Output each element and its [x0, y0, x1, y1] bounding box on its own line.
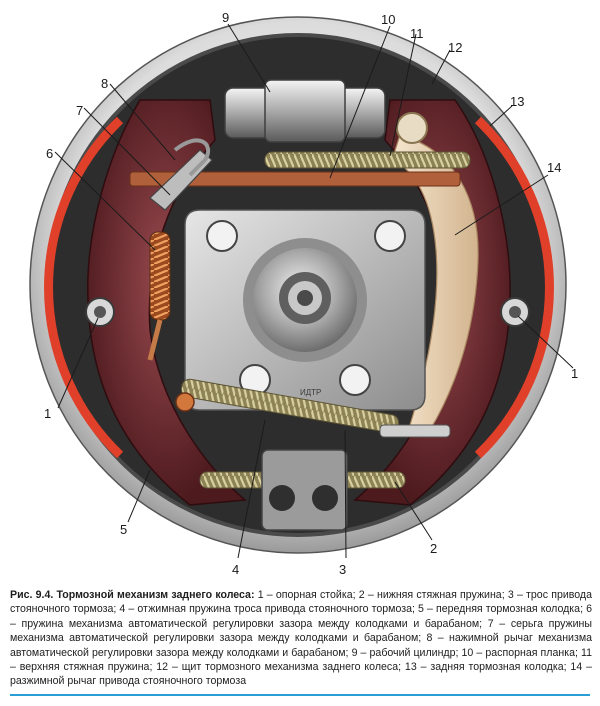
- callout-5: 5: [120, 522, 127, 537]
- callout-11: 11: [410, 26, 424, 41]
- plate-bolts: [206, 220, 406, 396]
- bottom-anchor: [261, 449, 348, 531]
- wheel-cylinder: [224, 79, 386, 143]
- callout-1-right: 1: [571, 366, 578, 381]
- wheel-hub: [243, 238, 367, 362]
- callout-7: 7: [76, 103, 83, 118]
- callout-14: 14: [547, 160, 561, 175]
- spacer-bar: [129, 171, 461, 187]
- parking-brake-cable: [379, 424, 451, 438]
- callout-9: 9: [222, 10, 229, 25]
- spring-shackle: [173, 138, 211, 177]
- leader-lines: [54, 23, 574, 559]
- callout-4: 4: [232, 562, 239, 577]
- pressure-lever: [149, 149, 213, 211]
- callout-10: 10: [381, 12, 395, 27]
- callout-1-left: 1: [44, 406, 51, 421]
- caption-lead: Рис. 9.4. Тормозной механизм заднего кол…: [10, 589, 255, 601]
- bleeder-valve: [396, 112, 428, 144]
- brake-linings: [44, 116, 554, 459]
- brake-mechanism-illustration: ИДТР: [29, 10, 578, 577]
- callout-12: 12: [448, 40, 462, 55]
- support-posts: [85, 297, 530, 327]
- cable-spring-end: [175, 392, 195, 412]
- callout-8: 8: [101, 76, 108, 91]
- plate-stamp: ИДТР: [300, 388, 321, 397]
- adjuster-spring-arm: [147, 319, 163, 361]
- callout-3: 3: [339, 562, 346, 577]
- adjuster-spring: [149, 231, 171, 321]
- caption-body: 1 – опорная стойка; 2 – нижняя стяжная п…: [10, 589, 592, 688]
- callout-6: 6: [46, 146, 53, 161]
- callout-2: 2: [430, 541, 437, 556]
- callout-labels: 1 2 3 4 5 6 7 8 9 10 11 12 13 14 1: [44, 10, 578, 577]
- callout-13: 13: [510, 94, 524, 109]
- caption-rule: [10, 694, 590, 696]
- figure-caption: Рис. 9.4. Тормозной механизм заднего кол…: [10, 588, 592, 689]
- upper-tension-spring: [264, 151, 471, 169]
